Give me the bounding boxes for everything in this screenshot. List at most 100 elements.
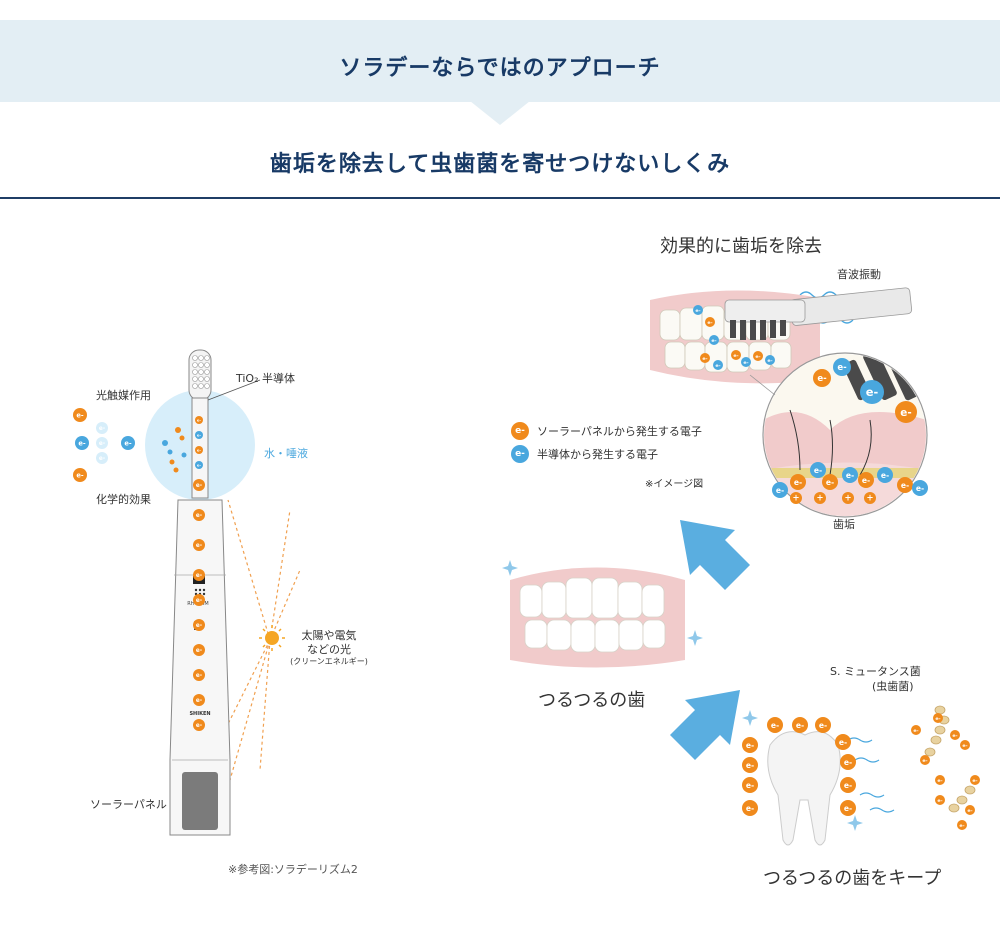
orange-electron-icon-symbol: e- [196,513,203,519]
orange-electron-icon [731,350,741,360]
solar-panel [182,772,218,830]
plus-charge-symbol: + [844,493,851,503]
orange-electron-icon-symbol: e- [196,483,203,489]
orange-electron-icon [193,594,205,606]
orange-electron-icon-symbol: e- [819,721,827,730]
orange-electron-icon [73,468,87,482]
orange-electron-icon-symbol: e- [937,779,942,784]
bacteria-label-line1: S. ミュータンス菌 [830,665,921,678]
white-electron-icon [96,452,108,464]
blue-electron-icon [765,355,775,365]
orange-electron-icon-symbol: e- [900,407,911,419]
orange-electron-icon-symbol: e- [817,374,827,384]
mouth-electrons: e-e-e-e-e-e-e-e-e-e-e-e-e-e-e-e-e-e-e-e-… [693,305,928,504]
white-electron-icon [96,422,108,434]
orange-electron-icon-symbol: e- [197,417,202,422]
tooth-electrons: e-e-e-e-e-e-e-e-e-e-e-e-e-e-e-e-e-e-e-e-… [742,713,980,830]
orange-electron-icon [835,734,851,750]
orange-electron-icon [195,446,203,454]
light-label-line2: などの光 [307,643,351,656]
orange-electron-icon-symbol: e- [952,734,957,739]
orange-electron-icon-symbol: e- [771,721,779,730]
orange-electron-icon-symbol: e- [746,761,754,770]
legend-semiconductor-text: 半導体から発生する電子 [537,448,658,461]
light-label-line1: 太陽や電気 [301,629,357,642]
orange-electron-icon-symbol: e- [196,648,203,654]
orange-electron-icon-symbol: e- [755,355,760,360]
blue-electron-icon-symbol: e- [695,309,700,314]
orange-electron-icon-symbol: e- [862,476,870,485]
orange-electron-icon [840,777,856,793]
orange-electron-icon-symbol: e- [794,478,802,487]
orange-electron-icon-symbol: e- [972,779,977,784]
white-electron-icon [96,437,108,449]
orange-electron-icon-symbol: e- [839,738,847,747]
orange-electron-icon-symbol: e- [844,804,852,813]
blue-electron-icon-symbol: e- [837,363,847,373]
water-label: 水・唾液 [264,447,308,460]
orange-electron-icon-symbol: e- [844,758,852,767]
blue-electron-icon-symbol: e- [743,361,748,366]
light-label-line3: (クリーンエネルギー) [290,657,368,666]
tio2-label: TiO₂ 半導体 [236,372,296,385]
orange-electron-icon-symbol: e- [935,717,940,722]
orange-electron-icon [933,713,943,723]
orange-electron-icon [193,509,205,521]
sparkle-icon [502,560,703,646]
arrow-down-left-icon [680,520,750,590]
orange-electron-icon [935,795,945,805]
plus-charge-icon [864,492,876,504]
blue-electron-icon [842,467,858,483]
plus-charge-symbol: + [816,493,823,503]
blue-electron-icon [713,360,723,370]
blue-electron-icon [912,480,928,496]
orange-electron-icon-symbol: e- [196,723,203,729]
blue-electron-icon [741,357,751,367]
blue-electron-icon-symbol: e- [767,359,772,364]
chemical-effect-label: 化学的効果 [96,493,151,506]
blue-electron-icon [860,380,884,404]
orange-electron-icon [73,408,87,422]
blue-electron-icon: e- [511,445,529,463]
orange-electron-icon-symbol: e- [967,809,972,814]
orange-electron-icon-symbol: e- [196,623,203,629]
keep-label: つるつるの歯をキープ [763,868,942,889]
orange-electron-icon-symbol: e- [746,781,754,790]
orange-electron-icon-symbol: e- [196,573,203,579]
orange-electron-icon [193,644,205,656]
blue-electron-icon [877,467,893,483]
orange-electron-icon [742,777,758,793]
orange-electron-icon [813,369,831,387]
orange-electron-icon-symbol: e- [707,321,712,326]
white-electron-icon-symbol: e- [99,426,106,432]
plus-charge-icon [790,492,802,504]
orange-electron-icon [965,805,975,815]
blue-electron-icon-symbol: e- [78,439,86,447]
photocatalyst-label: 光触媒作用 [96,389,151,402]
plus-charge-symbol: + [866,493,873,503]
orange-electron-icon-symbol: e- [196,543,203,549]
orange-electron-icon-symbol: e- [197,447,202,452]
orange-electron-icon [193,694,205,706]
arrow-down-right-icon [670,690,740,760]
solar-panel-label: ソーラーパネル [90,798,167,811]
white-electron-icon-symbol: e- [99,441,106,447]
orange-electron-icon [742,800,758,816]
orange-electron-icon-symbol: e- [196,673,203,679]
smooth-teeth-image [502,560,703,668]
blue-electron-icon-symbol: e- [711,339,716,344]
header-divider [0,197,1000,199]
orange-electron-icon [742,757,758,773]
orange-electron-icon [792,717,808,733]
orange-electron-icon-symbol: e- [196,698,203,704]
header-pointer [470,101,530,125]
orange-electron-icon [700,353,710,363]
blue-electron-icon-symbol: e- [715,364,720,369]
bacteria-label-line2: (虫歯菌) [872,680,914,693]
plus-charge-symbol: + [792,493,799,503]
orange-electron-icon-symbol: e- [796,721,804,730]
blue-electron-icon [772,482,788,498]
blue-electron-icon [121,436,135,450]
orange-electron-icon-symbol: e- [844,781,852,790]
orange-electron-icon [950,730,960,740]
